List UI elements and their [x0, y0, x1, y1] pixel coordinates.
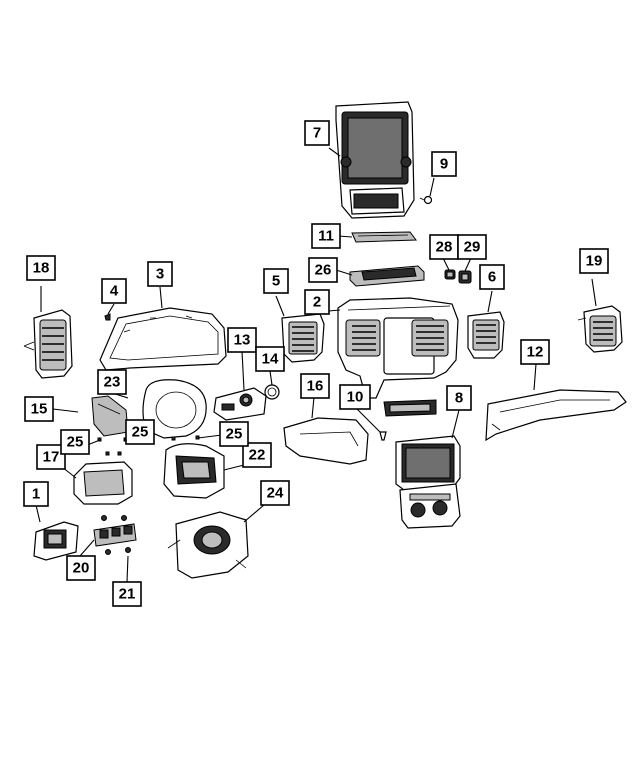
callout-10-label: 10 [347, 389, 364, 406]
callout-29: 29 [457, 234, 487, 260]
callout-4-label: 4 [110, 283, 119, 300]
callout-5: 5 [263, 268, 289, 294]
callout-20-label: 20 [73, 560, 90, 577]
callout-9: 9 [431, 151, 457, 177]
callout-18: 18 [26, 255, 56, 281]
callout-5-label: 5 [272, 273, 280, 290]
part-16-lower-bezel [283, 417, 369, 465]
part-2-left-vent [352, 325, 376, 351]
callout-25a: 25 [60, 429, 90, 455]
part-24-column-support [167, 511, 249, 579]
part-19-outboard-vent [577, 305, 623, 353]
callout-21-label: 21 [119, 586, 136, 603]
callout-19-label: 19 [586, 253, 603, 270]
callout-28: 28 [429, 234, 459, 260]
callout-25a-label: 25 [67, 434, 84, 451]
callout-26-label: 26 [315, 262, 332, 279]
callout-1: 1 [23, 481, 49, 507]
callout-25b: 25 [125, 419, 155, 445]
callout-16: 16 [300, 373, 330, 399]
callout-8: 8 [446, 385, 472, 411]
part-13-switch-bezel [213, 387, 267, 421]
part-18-outboard-vent [23, 309, 73, 379]
part-17-lower-trim [73, 461, 133, 505]
callout-22: 22 [242, 442, 272, 468]
leader-lines [35, 147, 597, 583]
callout-7: 7 [304, 120, 330, 146]
part-20-switch-bank [93, 523, 137, 547]
callout-4: 4 [101, 278, 127, 304]
callout-3-label: 3 [156, 266, 164, 283]
callout-28-label: 28 [436, 239, 453, 256]
part-25-clips [97, 435, 200, 456]
callout-22-label: 22 [249, 447, 266, 464]
callout-11-label: 11 [318, 228, 334, 245]
callout-2-label: 2 [313, 294, 321, 311]
callout-14: 14 [255, 346, 285, 372]
callout-25c-label: 25 [226, 426, 243, 443]
callout-16-label: 16 [307, 378, 324, 395]
callout-12: 12 [520, 339, 550, 365]
part-29-switch [458, 270, 472, 284]
part-14-knob [264, 384, 280, 400]
part-22-column-trim [163, 443, 225, 499]
part-12-passenger-panel [485, 389, 627, 442]
callout-26: 26 [308, 257, 338, 283]
callout-12-label: 12 [527, 344, 544, 361]
callout-3: 3 [147, 261, 173, 287]
part-5-vent [281, 313, 325, 363]
part-8-radio-module [395, 435, 461, 529]
callout-23: 23 [97, 369, 127, 395]
part-1-switch-housing [33, 521, 79, 561]
callout-6-label: 6 [488, 269, 496, 286]
part-7-display-screen [335, 101, 415, 219]
part-3-cluster-bezel [99, 307, 227, 371]
callout-13: 13 [227, 327, 257, 353]
callout-15: 15 [24, 396, 54, 422]
callout-7-label: 7 [313, 125, 321, 142]
callout-18-label: 18 [33, 260, 50, 277]
part-2-right-vent [416, 325, 444, 351]
callout-13-label: 13 [234, 332, 251, 349]
callout-11: 11 [311, 223, 341, 249]
part-26-switch-panel [349, 265, 425, 287]
callout-6: 6 [479, 264, 505, 290]
callout-24-label: 24 [267, 485, 284, 502]
part-2-center-bezel [337, 297, 459, 417]
part-4-clip [104, 313, 111, 321]
callout-2: 2 [304, 289, 330, 315]
part-6-vent [467, 311, 505, 359]
part-11-bezel-strip [351, 231, 417, 243]
callout-25c: 25 [219, 421, 249, 447]
part-9-screw [419, 195, 433, 205]
callout-20: 20 [66, 555, 96, 581]
part-28-switch [444, 269, 456, 280]
callout-23-label: 23 [104, 374, 121, 391]
callout-17-label: 17 [43, 449, 60, 466]
callout-19: 19 [579, 248, 609, 274]
callout-24: 24 [260, 480, 290, 506]
callout-25b-label: 25 [132, 424, 149, 441]
callout-15-label: 15 [31, 401, 48, 418]
callout-1-label: 1 [32, 486, 40, 503]
callout-14-label: 14 [262, 351, 279, 368]
part-21-screws [101, 515, 131, 555]
callout-8-label: 8 [455, 390, 463, 407]
callout-10: 10 [339, 384, 371, 410]
callout-21: 21 [112, 581, 142, 607]
callout-29-label: 29 [464, 239, 481, 256]
part-15-panel [91, 395, 129, 437]
part-10-clip [379, 431, 387, 441]
callout-9-label: 9 [440, 156, 448, 173]
